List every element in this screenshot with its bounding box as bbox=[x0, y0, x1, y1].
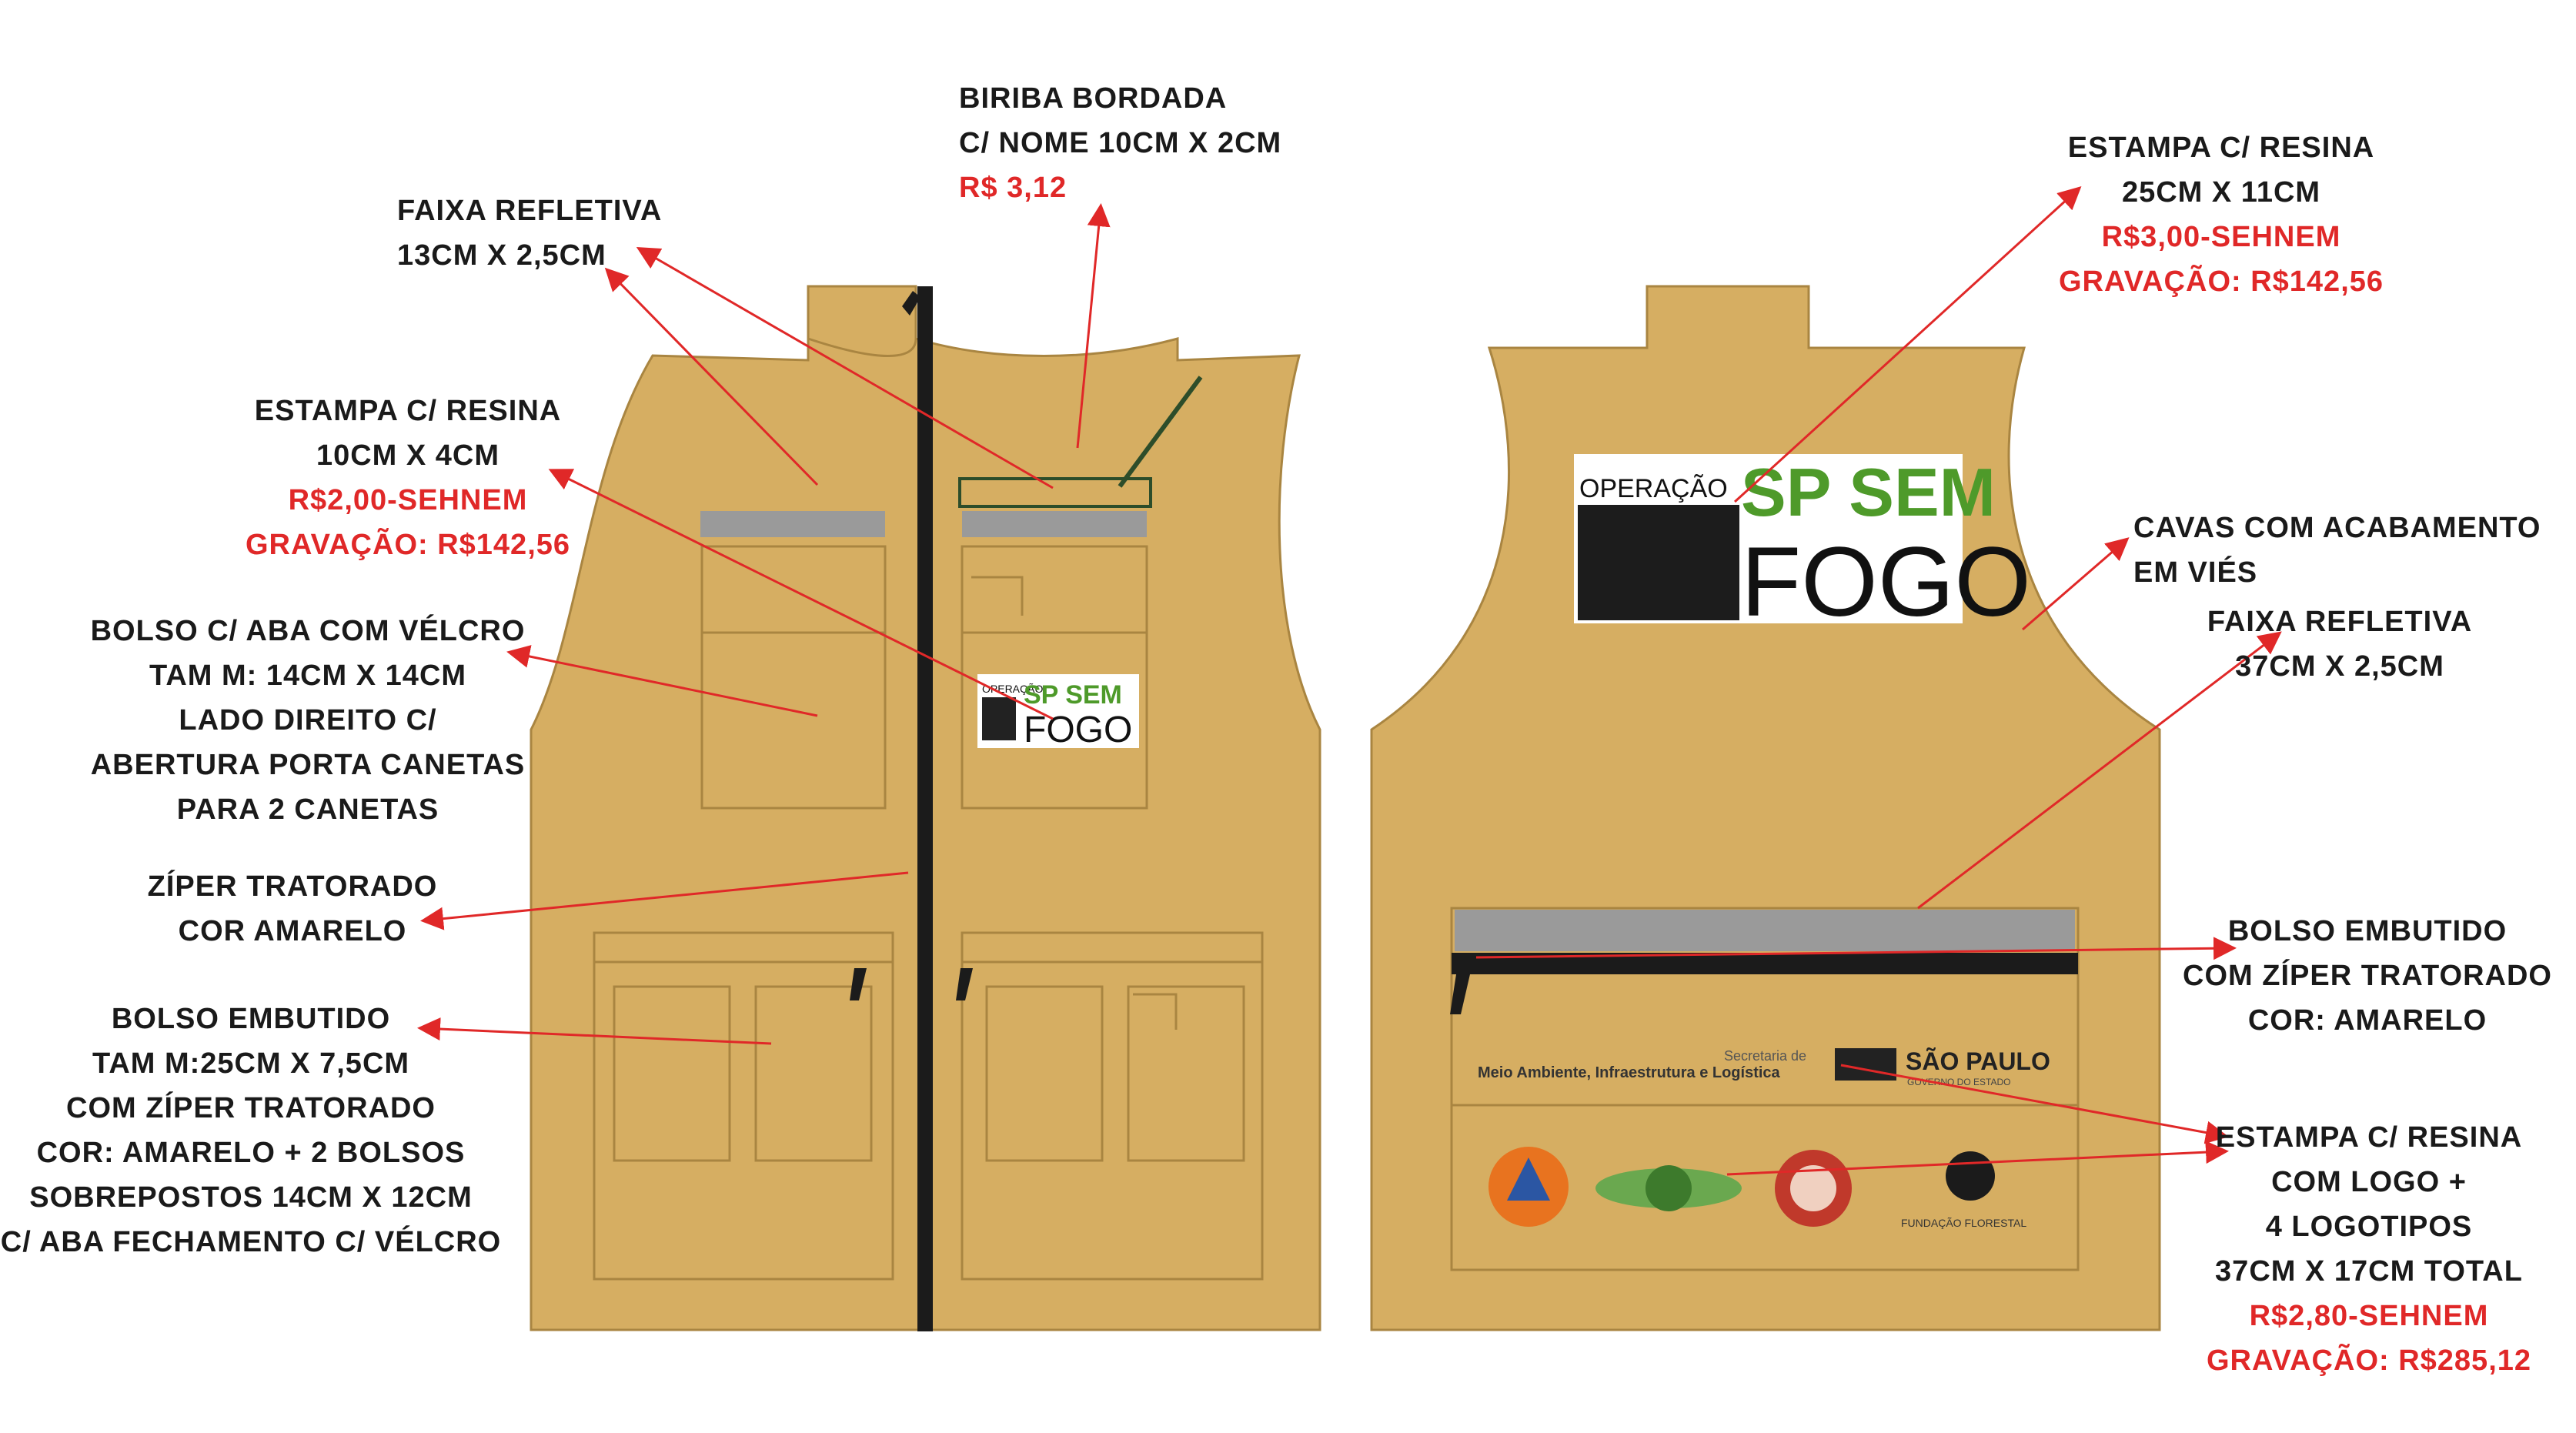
right-lower-pocket-panel bbox=[961, 931, 1264, 1281]
estampa-logo-label-line: ESTAMPA C/ RESINA bbox=[2216, 1121, 2522, 1154]
bolso-embutido-front-label-line: COM ZÍPER TRATORADO bbox=[66, 1091, 436, 1124]
faixa-back-label-line: 37CM X 2,5CM bbox=[2235, 650, 2444, 683]
right-zipper-pull-icon bbox=[956, 968, 973, 1000]
arrow-estampa-logo-2 bbox=[1726, 1141, 2229, 1176]
ziper-label-line: COR AMARELO bbox=[179, 915, 407, 947]
fundacao-florestal-text: FUNDAÇÃO FLORESTAL bbox=[1901, 1217, 2026, 1229]
right-small-flap-corner bbox=[1133, 993, 1178, 1030]
sp-flag-icon bbox=[1835, 1048, 1896, 1081]
back-reflective-strip bbox=[1455, 910, 2075, 951]
arrow-cavas bbox=[2022, 537, 2130, 631]
bolso-aba-label-line: ABERTURA PORTA CANETAS bbox=[91, 749, 526, 781]
estampa-front-label-line: ESTAMPA C/ RESINA bbox=[255, 395, 561, 427]
arrow-bolso-aba bbox=[506, 645, 818, 717]
arrow-bolso-embutido-front bbox=[417, 1017, 772, 1045]
front-reflective-strip-left bbox=[700, 511, 885, 537]
bolso-embutido-front-label-line: COR: AMARELO + 2 BOLSOS bbox=[37, 1137, 466, 1169]
bolso-embutido-back-label-line: BOLSO EMBUTIDO bbox=[2228, 915, 2507, 947]
biriba-price-line: R$ 3,12 bbox=[959, 172, 1067, 204]
secretaria-line1: Secretaria de bbox=[1724, 1048, 1806, 1064]
left-lower-pocket-panel bbox=[593, 931, 894, 1281]
left-chest-pocket bbox=[700, 545, 887, 810]
estampa-front-label-line: 10CM X 4CM bbox=[316, 439, 499, 472]
arrow-estampa-logo-1 bbox=[1840, 1064, 2229, 1144]
back-logo-small-word: OPERAÇÃO bbox=[1579, 474, 1728, 503]
secretaria-line2: Meio Ambiente, Infraestrutura e Logístic… bbox=[1478, 1064, 1781, 1081]
front-zipper bbox=[917, 286, 933, 1331]
bolso-embutido-back-label-line: COR: AMARELO bbox=[2248, 1004, 2487, 1037]
left-zipper-pull-icon bbox=[850, 968, 867, 1000]
left-small-pocket-2 bbox=[754, 985, 873, 1162]
arrow-estampa-back bbox=[1733, 185, 2082, 503]
cavas-label-line: EM VIÉS bbox=[2133, 555, 2257, 589]
arrow-estampa-front bbox=[548, 469, 1054, 720]
front-reflective-strip-right bbox=[962, 511, 1147, 537]
right-chest-pocket bbox=[961, 545, 1148, 810]
estampa-back-label-line: 25CM X 11CM bbox=[2122, 176, 2320, 209]
arrow-bolso-embutido-back bbox=[1475, 937, 2237, 960]
right-chest-flap-corner bbox=[971, 576, 1024, 616]
arrow-faixa-front-1 bbox=[604, 267, 819, 486]
estampa-back-price-line: R$3,00-SEHNEM bbox=[2102, 221, 2341, 253]
estampa-logo-label-line: 37CM X 17CM TOTAL bbox=[2215, 1255, 2523, 1288]
defesa-civil-triangle-icon bbox=[1507, 1157, 1550, 1201]
biriba-label-line: BIRIBA BORDADA bbox=[959, 82, 1227, 115]
estampa-front-price-line: R$2,00-SEHNEM bbox=[289, 484, 528, 516]
pen-slot-line bbox=[1118, 376, 1203, 488]
bombeiros-logo-inner-icon bbox=[1790, 1165, 1836, 1211]
bolso-embutido-front-label-line: BOLSO EMBUTIDO bbox=[112, 1003, 390, 1035]
faixa-front-label-line: FAIXA REFLETIVA bbox=[397, 195, 662, 227]
bolso-embutido-back-label-line: COM ZÍPER TRATORADO bbox=[2183, 958, 2552, 992]
secretaria-state: SÃO PAULO bbox=[1906, 1047, 2050, 1075]
bolso-embutido-front-label-line: C/ ABA FECHAMENTO C/ VÉLCRO bbox=[1, 1224, 502, 1258]
front-chest-logo: OPERAÇÃO SP SEM FOGO bbox=[977, 674, 1139, 750]
cavas-label-line: CAVAS COM ACABAMENTO bbox=[2133, 512, 2541, 544]
bolso-embutido-front-label-line: TAM M:25CM X 7,5CM bbox=[92, 1047, 409, 1080]
back-logo-green-word: SP SEM bbox=[1741, 454, 1996, 530]
bolso-aba-label-line: PARA 2 CANETAS bbox=[177, 793, 439, 826]
arrow-biriba bbox=[1076, 203, 1111, 449]
arrow-faixa-front-2 bbox=[636, 246, 1054, 489]
estampa-back-label-line: ESTAMPA C/ RESINA bbox=[2068, 132, 2374, 164]
fundacao-florestal-logo-icon bbox=[1946, 1151, 1995, 1201]
bolso-embutido-front-label-line: SOBREPOSTOS 14CM X 12CM bbox=[29, 1181, 473, 1214]
right-small-pocket-2 bbox=[1127, 985, 1245, 1162]
back-pocket-panel bbox=[1450, 907, 2080, 1271]
estampa-logo-price-line: R$2,80-SEHNEM bbox=[2250, 1300, 2489, 1332]
right-small-pocket-1 bbox=[985, 985, 1104, 1162]
estampa-front-price-line: GRAVAÇÃO: R$142,56 bbox=[246, 527, 570, 561]
arrow-ziper bbox=[420, 871, 909, 930]
arrows bbox=[417, 185, 2282, 1176]
winged-logo-center-icon bbox=[1645, 1165, 1692, 1211]
faixa-back-label-line: FAIXA REFLETIVA bbox=[2207, 606, 2472, 638]
ziper-label-line: ZÍPER TRATORADO bbox=[148, 869, 438, 903]
bolso-aba-label-line: TAM M: 14CM X 14CM bbox=[149, 660, 466, 692]
arrow-faixa-back bbox=[1917, 631, 2282, 910]
left-small-pocket-1 bbox=[613, 985, 731, 1162]
bolso-aba-label-line: BOLSO C/ ABA COM VÉLCRO bbox=[91, 613, 526, 647]
front-vest: OPERAÇÃO SP SEM FOGO bbox=[530, 285, 1321, 1331]
name-tag-strip bbox=[958, 477, 1152, 508]
back-vest: OPERAÇÃO SP SEM FOGO Secretaria de Meio … bbox=[1370, 285, 2161, 1331]
faixa-front-label-line: 13CM X 2,5CM bbox=[397, 239, 606, 272]
front-collar-line bbox=[807, 337, 917, 357]
secretaria-state-sub: GOVERNO DO ESTADO bbox=[1907, 1077, 2010, 1087]
estampa-back-price-line: GRAVAÇÃO: R$142,56 bbox=[2059, 264, 2384, 298]
back-logo: OPERAÇÃO SP SEM FOGO bbox=[1574, 454, 2031, 637]
annotation-labels: BIRIBA BORDADA C/ NOME 10CM X 2CM R$ 3,12F… bbox=[1, 82, 2552, 1377]
estampa-logo-label-line: COM LOGO + bbox=[2271, 1166, 2467, 1198]
estampa-logo-price-line: GRAVAÇÃO: R$285,12 bbox=[2207, 1343, 2531, 1377]
back-logo-black-word: FOGO bbox=[1741, 527, 2031, 637]
front-logo-green-word: SP SEM bbox=[1024, 680, 1122, 710]
front-zipper-pull-icon bbox=[902, 291, 920, 316]
back-zipper-pull-icon bbox=[1450, 974, 1470, 1014]
bolso-aba-label-line: LADO DIREITO C/ bbox=[179, 704, 436, 737]
estampa-logo-label-line: 4 LOGOTIPOS bbox=[2266, 1211, 2473, 1243]
biriba-label-line: C/ NOME 10CM X 2CM bbox=[959, 127, 1281, 159]
front-logo-black-word: FOGO bbox=[1024, 710, 1132, 750]
